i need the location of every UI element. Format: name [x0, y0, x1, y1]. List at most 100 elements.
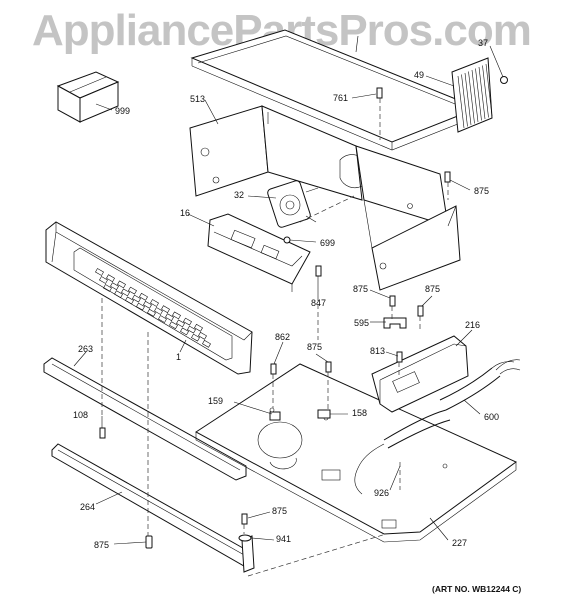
callout-699: 699 [320, 238, 336, 248]
clip-159 [269, 411, 281, 421]
callout-263: 263 [78, 344, 94, 354]
panel-keypad-button [136, 302, 145, 311]
callout-761: 761 [333, 93, 349, 103]
bottom-trim-264 [51, 443, 255, 573]
callout-847: 847 [311, 298, 327, 308]
screw-875-bottom [241, 513, 248, 525]
panel-keypad-button [176, 319, 185, 328]
panel-keypad-button [117, 280, 126, 289]
panel-keypad-button [110, 282, 119, 291]
screw-875-bottom-left [145, 535, 153, 549]
grille-slat [478, 66, 486, 120]
panel-keypad-button [139, 292, 148, 301]
screw-862 [270, 363, 277, 375]
screw-875-top [444, 171, 451, 183]
callout-513: 513 [190, 94, 206, 104]
callout-108: 108 [73, 410, 89, 420]
grille-slat [457, 75, 465, 129]
panel-keypad-button [191, 333, 200, 342]
panel-keypad-button [194, 323, 203, 332]
washer-941 [238, 534, 252, 542]
screw-813 [396, 351, 403, 363]
panel-keypad-button [187, 325, 196, 334]
panel-keypad-button [180, 327, 189, 336]
callout-875-mid: 875 [307, 342, 323, 352]
callout-227: 227 [452, 538, 468, 548]
panel-keypad-button [154, 307, 163, 315]
callout-600: 600 [484, 412, 500, 422]
screw-875-c1 [389, 295, 396, 307]
bracket-595 [383, 317, 407, 329]
panel-keypad-button [95, 268, 104, 276]
panel-keypad-button [158, 315, 167, 323]
vent-grille [451, 57, 493, 133]
panel-keypad-button [165, 313, 174, 322]
screw-761 [376, 87, 383, 99]
front-trim-263 [43, 357, 247, 481]
panel-keypad-button [128, 286, 137, 295]
clip-158 [317, 409, 331, 419]
grille-slat [461, 74, 468, 127]
screw-37 [489, 45, 508, 84]
carton-999 [56, 71, 120, 123]
grille-slat [464, 72, 472, 126]
screw-108 [99, 416, 106, 439]
callout-37: 37 [478, 38, 489, 48]
callout-16: 16 [180, 208, 191, 218]
wiring-harness [321, 359, 521, 495]
grille-slat [482, 65, 489, 118]
panel-keypad-button [183, 317, 192, 326]
callout-875-bottom: 875 [272, 506, 288, 516]
callout-32: 32 [234, 190, 245, 200]
leader-lines [73, 35, 481, 545]
panel-keypad-button [114, 290, 123, 299]
callout-813: 813 [370, 346, 386, 356]
callout-999: 999 [115, 106, 131, 116]
electronic-control-board [207, 213, 311, 292]
panel-keypad-button [150, 299, 159, 307]
panel-keypad-button [103, 284, 112, 292]
panel-keypad-button [147, 308, 156, 317]
panel-keypad-button [106, 274, 115, 283]
callout-862: 862 [275, 332, 291, 342]
panel-keypad-button [132, 294, 141, 303]
screw-875-mid [325, 361, 332, 373]
grille-slat [468, 71, 475, 124]
callout-875-c2: 875 [425, 284, 441, 294]
callout-926: 926 [374, 488, 390, 498]
callout-1: 1 [176, 352, 182, 362]
panel-keypad-button [125, 296, 134, 305]
callout-941: 941 [276, 534, 292, 544]
callout-875-bottom-left: 875 [94, 540, 110, 550]
callout-158: 158 [352, 408, 368, 418]
base-plate [195, 363, 517, 543]
right-side-panel [355, 145, 461, 291]
callout-595: 595 [354, 318, 370, 328]
panel-keypad-button [198, 331, 207, 340]
fan-motor [267, 180, 319, 228]
callout-875-c1: 875 [353, 284, 369, 294]
screw-875-c2 [417, 305, 424, 317]
panel-keypad-button [202, 339, 211, 348]
callout-264: 264 [80, 502, 96, 512]
panel-keypad-button [169, 321, 178, 330]
grille-slat [485, 63, 493, 117]
art-number: (ART NO. WB12244 C) [432, 584, 522, 594]
panel-keypad-button [143, 300, 152, 309]
screw-847 [315, 265, 322, 296]
screw-699 [283, 236, 317, 244]
panel-keypad-button [121, 288, 130, 297]
panel-keypad-button [99, 276, 108, 284]
grille-slat [471, 69, 479, 123]
panel-keypad-button [161, 305, 170, 314]
relay-box-216 [371, 335, 469, 413]
callout-216: 216 [465, 320, 481, 330]
panel-keypad-button [172, 311, 181, 320]
grille-slat [475, 68, 482, 121]
callout-159: 159 [208, 396, 224, 406]
callout-875-top: 875 [474, 186, 490, 196]
callout-49: 49 [414, 70, 425, 80]
left-side-panel [189, 105, 369, 201]
